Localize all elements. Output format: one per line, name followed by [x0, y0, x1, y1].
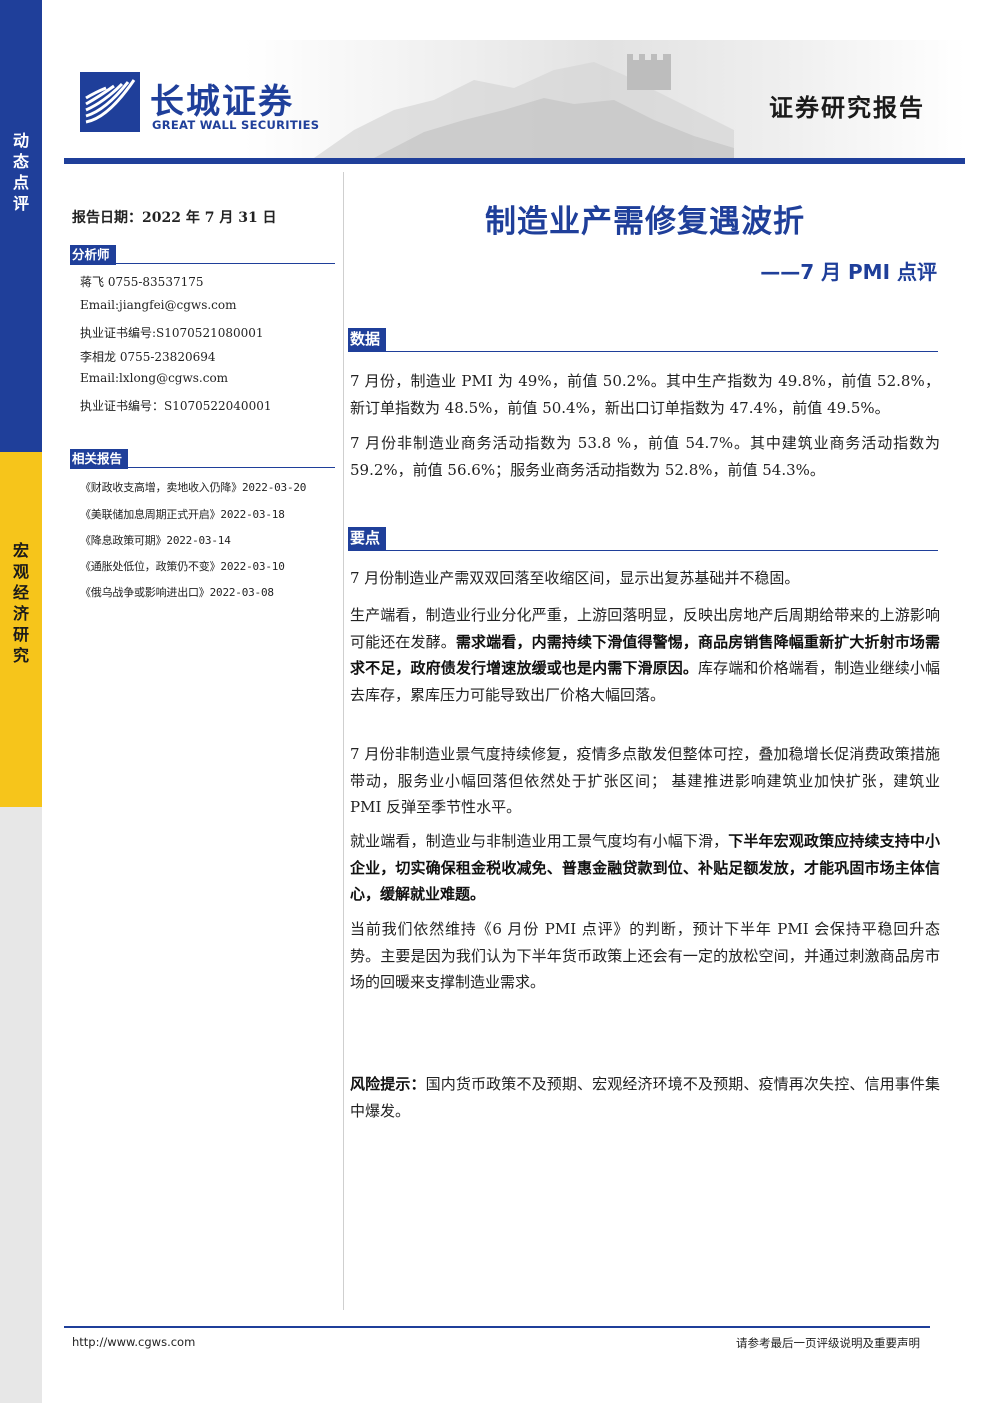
analyst-line: 执业证书编号:S1070521080001: [80, 326, 264, 340]
side-band-char: 观: [12, 562, 29, 581]
side-band-bottom: [0, 807, 42, 1403]
side-band-bottom-label: 宏观经济研究: [0, 540, 42, 666]
report-header: 长城证券 GREAT WALL SECURITIES 证券研究报告: [64, 40, 965, 158]
side-band-top-label: 动态点评: [0, 130, 42, 214]
side-band-middle: [0, 452, 42, 807]
logo-icon: [80, 72, 140, 132]
side-band-char: 点: [12, 173, 29, 192]
analyst-line: 执业证书编号：S1070522040001: [80, 399, 272, 413]
point-emphasis: 下半年宏观政策应持续支持中小企业，切实确保租金税收减免、普惠金融贷款到位、补贴足…: [350, 832, 940, 903]
analyst-heading-label: 分析师: [70, 245, 116, 265]
column-divider: [343, 172, 344, 1310]
report-date: 报告日期：2022 年 7 月 31 日: [72, 210, 277, 226]
report-title: 制造业产需修复遇波折: [485, 204, 805, 240]
point-paragraph: 生产端看，制造业行业分化严重，上游回落明显，反映出房地产后周期给带来的上游影响可…: [350, 602, 940, 708]
point-paragraph: 当前我们依然维持《6 月份 PMI 点评》的判断，预计下半年 PMI 会保持平稳…: [350, 920, 940, 991]
data-paragraph: 7 月份非制造业商务活动指数为 53.8 %，前值 54.7%。其中建筑业商务活…: [350, 434, 940, 479]
side-band-char: 经: [12, 583, 29, 602]
footer-disclaimer: 请参考最后一页评级说明及重要声明: [736, 1336, 920, 1350]
side-band-char: 研: [12, 625, 29, 644]
related-heading-label: 相关报告: [70, 449, 129, 469]
footer-divider: [64, 1326, 930, 1328]
logo-english-name: GREAT WALL SECURITIES: [152, 118, 320, 132]
point-paragraph: 就业端看，制造业与非制造业用工景气度均有小幅下滑，下半年宏观政策应持续支持中小企…: [350, 828, 940, 908]
report-subtitle: ——7 月 PMI 点评: [760, 260, 937, 284]
data-section-heading: 数据: [348, 328, 938, 352]
related-report-link[interactable]: 《美联储加息周期正式开启》2022-03-18: [80, 508, 285, 521]
point-paragraph: 7 月份制造业产需双双回落至收缩区间，显示出复苏基础并不稳固。: [350, 569, 800, 587]
report-type-title: 证券研究报告: [769, 94, 925, 122]
side-band-char: 评: [12, 194, 29, 213]
related-section-heading: 相关报告: [70, 448, 335, 469]
points-section-heading: 要点: [348, 527, 938, 551]
side-band-char: 济: [12, 604, 29, 623]
point-paragraph: 7 月份非制造业景气度持续修复，疫情多点散发但整体可控，叠加稳增长促消费政策措施…: [350, 745, 940, 816]
analyst-line: 李相龙 0755-23820694: [80, 350, 216, 364]
risk-text: 国内货币政策不及预期、宏观经济环境不及预期、疫情再次失控、信用事件集中爆发。: [350, 1075, 940, 1120]
related-report-link[interactable]: 《通胀处低位，政策仍不变》2022-03-10: [80, 560, 285, 573]
data-paragraph: 7 月份，制造业 PMI 为 49%，前值 50.2%。其中生产指数为 49.8…: [350, 372, 940, 417]
great-wall-illustration: [314, 54, 734, 158]
point-text: 库存端和价格端看，制造业继续小幅去库存，累库压力可能导致出厂价格大幅回落。: [350, 659, 940, 704]
analyst-line: 蒋飞 0755-83537175: [80, 275, 204, 289]
logo-chinese-name: 长城证券: [150, 82, 294, 122]
risk-paragraph: 风险提示：国内货币政策不及预期、宏观经济环境不及预期、疫情再次失控、信用事件集中…: [350, 1071, 940, 1124]
point-text: 生产端看，制造业行业分化严重，上游回落明显，反映出房地产后周期给带来的上游影响可…: [350, 606, 940, 651]
analyst-section-heading: 分析师: [70, 244, 335, 265]
analyst-email-link[interactable]: Email:jiangfei@cgws.com: [80, 298, 237, 312]
related-report-link[interactable]: 《财政收支高增，卖地收入仍降》2022-03-20: [80, 481, 307, 494]
footer-url-link[interactable]: http://www.cgws.com: [72, 1335, 196, 1349]
header-divider: [64, 158, 965, 164]
side-band-char: 动: [12, 131, 29, 150]
risk-label: 风险提示：: [350, 1075, 426, 1093]
side-band-char: 态: [12, 152, 29, 171]
points-heading-label: 要点: [348, 527, 387, 551]
data-heading-label: 数据: [348, 328, 387, 352]
related-report-link[interactable]: 《降息政策可期》2022-03-14: [80, 534, 231, 547]
side-band-top: [0, 0, 42, 452]
side-band-char: 究: [12, 646, 29, 665]
analyst-email-link[interactable]: Email:lxlong@cgws.com: [80, 371, 229, 385]
point-text: 就业端看，制造业与非制造业用工景气度均有小幅下滑，: [350, 832, 729, 850]
point-emphasis: 需求端看，内需持续下滑值得警惕，商品房销售降幅重新扩大折射市场需求不足，政府债发…: [350, 632, 940, 678]
side-band-char: 宏: [12, 541, 29, 560]
related-report-link[interactable]: 《俄乌战争或影响进出口》2022-03-08: [80, 586, 274, 599]
